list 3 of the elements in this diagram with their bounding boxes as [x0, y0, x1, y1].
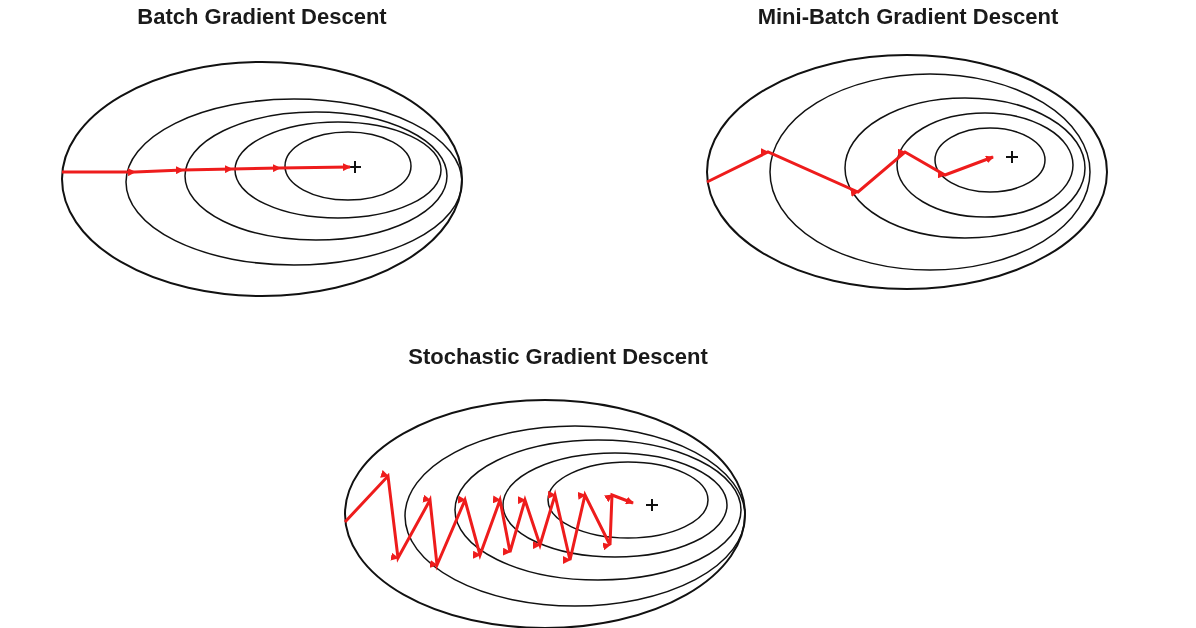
plot-title: Stochastic Gradient Descent: [408, 344, 708, 370]
plot-title: Mini-Batch Gradient Descent: [757, 4, 1059, 30]
plot-title: Batch Gradient Descent: [137, 4, 387, 30]
